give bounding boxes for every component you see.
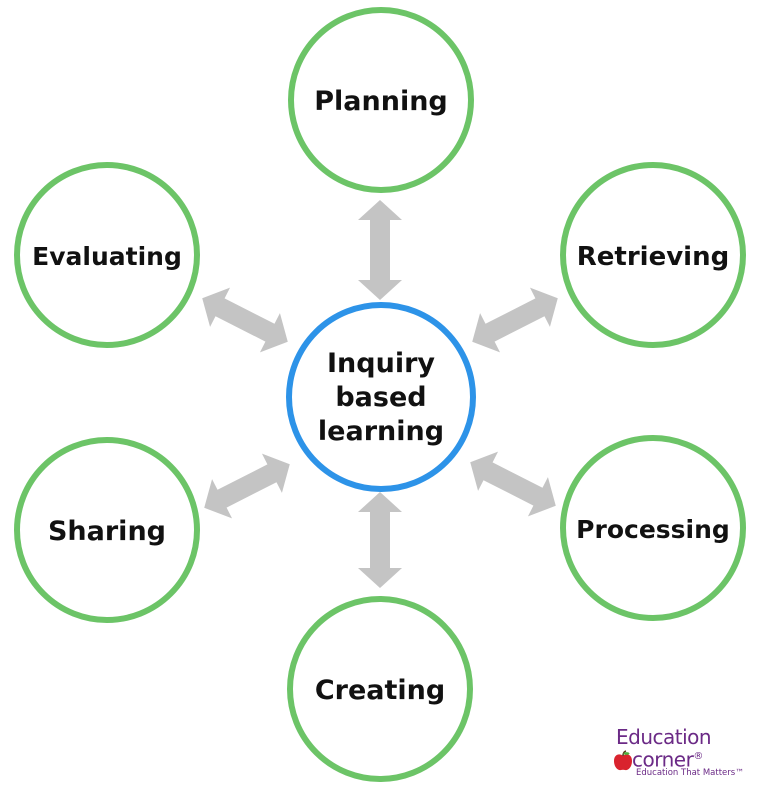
node-ring [14, 162, 200, 348]
node-ring [287, 596, 473, 782]
center-label-line-3: learning [318, 416, 444, 447]
node-sharing: Sharing [14, 437, 200, 623]
education-corner-logo: Education corner® Education That Matters… [612, 726, 762, 786]
arrow-creating [358, 492, 402, 588]
logo-registered-mark: ® [693, 751, 703, 762]
arrows [202, 200, 558, 588]
node-ring [560, 435, 746, 621]
node-ring [14, 437, 200, 623]
arrow-sharing [204, 453, 290, 519]
node-center: Inquiry based learning [286, 302, 476, 492]
node-ring [560, 162, 746, 348]
arrow-planning [358, 200, 402, 300]
node-evaluating: Evaluating [14, 162, 200, 348]
logo-line-2: corner® [632, 746, 703, 771]
center-ring [286, 302, 476, 492]
center-label-line-1: Inquiry [327, 348, 435, 379]
apple-icon [614, 750, 632, 771]
node-label-creating: Creating [315, 675, 445, 706]
logo-line-1: Education [616, 725, 712, 749]
node-processing: Processing [560, 435, 746, 621]
arrow-processing [470, 451, 556, 517]
node-ring [288, 7, 474, 193]
node-retrieving: Retrieving [560, 162, 746, 348]
logo-tagline: Education That Matters™ [636, 768, 744, 778]
node-label-processing: Processing [576, 515, 730, 544]
node-label-evaluating: Evaluating [32, 242, 182, 271]
node-label-planning: Planning [314, 86, 448, 117]
logo-line-2-text: corner [632, 747, 694, 772]
arrow-evaluating [202, 287, 288, 353]
center-label-line-2: based [335, 382, 426, 413]
node-label-retrieving: Retrieving [577, 242, 729, 272]
node-creating: Creating [287, 596, 473, 782]
node-planning: Planning [288, 7, 474, 193]
node-label-sharing: Sharing [48, 516, 166, 547]
arrow-retrieving [472, 287, 558, 353]
